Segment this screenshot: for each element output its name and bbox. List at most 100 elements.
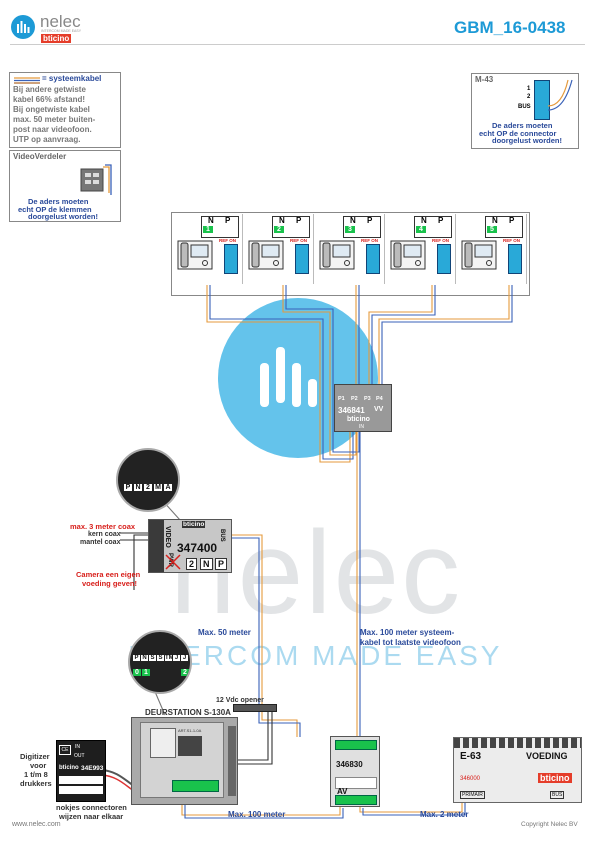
interface-zoom-terminal: 2 — [144, 484, 152, 491]
footer-website: www.nelec.com — [12, 821, 61, 828]
unit-p-label: P — [509, 216, 515, 225]
video-verdeler-note-1: De aders moeten — [28, 197, 89, 206]
distributor-port-p2: P2 — [351, 396, 358, 402]
unit-p-label: P — [225, 216, 231, 225]
camera-power-note-2: voeding geven! — [82, 579, 138, 588]
interface-zoom-terminal: N — [134, 484, 142, 491]
unit-n-label: N — [492, 216, 498, 225]
door-zoom-terminal: P — [133, 655, 140, 661]
digitizer-34E993: CE IN OUT bticino 34E993 — [56, 740, 106, 802]
monitor-unit: N P 3 REF ON — [315, 214, 385, 284]
unit-terminal-block — [295, 244, 309, 274]
monitor-units-frame — [171, 212, 530, 296]
unit-number: 5 — [487, 226, 497, 233]
video-phone-icon — [248, 240, 284, 270]
video-phone-icon — [390, 240, 426, 270]
door-zoom-terminal: J — [173, 655, 180, 661]
power-346830-model: 346830 — [336, 760, 363, 769]
video-phone-icon — [319, 240, 355, 270]
distributor-port-p4: P4 — [376, 396, 383, 402]
unit-p-label: P — [296, 216, 302, 225]
unit-terminal-block — [437, 244, 451, 274]
legend-note-2: kabel 66% afstand! — [13, 95, 86, 104]
video-verdeler-box: VideoVerdeler De aders moeten echt OP de… — [9, 150, 121, 222]
unit-n-label: N — [279, 216, 285, 225]
m43-label-2: 2 — [527, 94, 531, 100]
video-phone-icon — [461, 240, 497, 270]
footer-copyright: Copyright Nelec BV — [521, 821, 578, 828]
interface-347400: VIDEO bticino BUS 347400 PWR 2 N P — [148, 519, 232, 573]
unit-n-label: N — [421, 216, 427, 225]
door-zoom-sub-terminal: 0 — [133, 669, 141, 676]
coax-core-label: kern coax — [88, 531, 121, 538]
interface-model: 347400 — [177, 541, 218, 555]
distributor-vv: VV — [374, 406, 384, 413]
distance-max50: Max. 50 meter — [198, 628, 251, 637]
door-zoom-terminal: N — [141, 655, 148, 661]
video-verdeler-note-2: echt OP de klemmen — [18, 205, 92, 214]
door-zoom-terminal: J — [181, 655, 188, 661]
power-supply-e63: E-63 VOEDING 346000 bticino PRIMAIR BUS — [453, 737, 582, 803]
digitizer-label-2: voor — [30, 761, 47, 770]
legend-note-3: Bij ongetwiste kabel — [13, 105, 90, 114]
digitizer-label-4: drukkers — [20, 779, 52, 788]
unit-terminal-block — [224, 244, 238, 274]
unit-number: 1 — [203, 226, 213, 233]
video-verdeler-title: VideoVerdeler — [13, 152, 67, 161]
unit-p-label: P — [367, 216, 373, 225]
power-346830-av: AV — [337, 787, 348, 796]
interface-terminal-2: 2 — [186, 558, 198, 570]
unit-number: 2 — [274, 226, 284, 233]
m43-note-2: echt OP de connector — [479, 129, 557, 138]
digitizer-note-2: wijzen naar elkaar — [59, 812, 124, 821]
nelec-logo-icon — [11, 15, 35, 39]
logo-text: nelec — [40, 12, 81, 31]
e63-primair: PRIMAIR — [460, 791, 485, 799]
e63-model: 346000 — [460, 776, 481, 782]
e63-bus: BUS — [550, 791, 565, 799]
door-zoom-terminal: S — [157, 655, 164, 661]
m43-note-3: doorgelust worden! — [492, 136, 562, 145]
header: nelec INTERCOM MADE EASY bticino GBM_16-… — [0, 0, 595, 45]
unit-terminal-block — [366, 244, 380, 274]
video-phone-icon — [177, 240, 213, 270]
door-station-title: DEURSTATION S-130A — [145, 708, 231, 717]
m43-box: M-43 1 2 BUS De aders moeten echt OP de … — [471, 73, 579, 149]
distributor-brand: bticino — [347, 416, 370, 423]
coax-shield-label: mantel coax — [80, 539, 121, 546]
unit-ref-label: REF ON — [503, 238, 521, 243]
unit-number: 3 — [345, 226, 355, 233]
legend-box: = systeemkabel Bij andere getwiste kabel… — [9, 72, 121, 148]
m43-title: M-43 — [475, 75, 494, 84]
interface-video-label: VIDEO — [164, 526, 171, 548]
unit-number: 4 — [416, 226, 426, 233]
monitor-unit: N P 5 REF ON — [457, 214, 527, 284]
door-zoom-sub-terminal: 2 — [181, 669, 189, 676]
door-station-model: ART.S1-1-0A — [178, 728, 202, 733]
opener-label: 12 Vdc opener — [216, 697, 264, 704]
coax-max-label: max. 3 meter coax — [70, 522, 136, 531]
distance-max100-line1: Max. 100 meter systeem- — [360, 628, 455, 637]
legend-note-6: UTP op aanvraag. — [13, 135, 81, 144]
digitizer-brand: bticino — [59, 765, 79, 771]
watermark-logo-icon — [260, 347, 317, 407]
logo-subtitle: INTERCOM MADE EASY — [41, 29, 82, 33]
pwr-crossed-icon — [165, 554, 181, 570]
digitizer-in: IN — [75, 744, 80, 750]
digitizer-label-3: 1 t/m 8 — [24, 770, 48, 779]
m43-cable-icon — [548, 79, 573, 111]
interface-zoom-terminal: M — [154, 484, 162, 491]
distributor-model: 346841 — [338, 406, 365, 415]
interface-brand: bticino — [182, 521, 206, 528]
distance-max100: Max. 100 meter — [228, 810, 286, 819]
camera-power-note-1: Camera een eigen — [76, 570, 141, 579]
digitizer-note-1: nokjes connectoren — [56, 803, 127, 812]
distributor-in: IN — [359, 424, 364, 430]
e63-title: E-63 — [460, 751, 482, 762]
unit-p-label: P — [438, 216, 444, 225]
m43-label-bus: BUS — [518, 104, 531, 110]
unit-ref-label: REF ON — [361, 238, 379, 243]
interface-bus-label: BUS — [219, 529, 225, 542]
